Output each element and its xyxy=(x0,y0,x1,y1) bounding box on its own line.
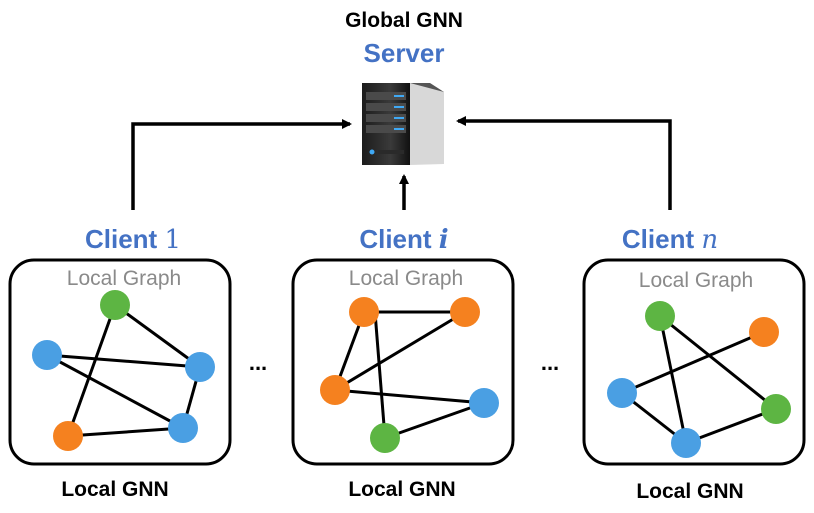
client-n-graph-label: Local Graph xyxy=(639,269,753,292)
arrow-client-n-to-server xyxy=(456,116,672,210)
client-1-label: Client 1 xyxy=(85,224,181,255)
global-gnn-title: Global GNN xyxy=(345,9,463,32)
graph-node-blue xyxy=(469,388,499,418)
graph-node-blue xyxy=(32,340,62,370)
client-i-graph-label: Local Graph xyxy=(349,267,463,290)
client-1-graph-box: Local Graph xyxy=(8,258,232,466)
server-label: Server xyxy=(364,38,445,68)
graph-node-orange xyxy=(450,297,480,327)
ellipsis-2: ... xyxy=(541,350,559,375)
server-icon xyxy=(362,83,444,165)
client-i-label: Client i xyxy=(359,224,448,255)
graph-node-green xyxy=(370,423,400,453)
graph-node-green xyxy=(100,290,130,320)
graph-node-blue xyxy=(607,378,637,408)
graph-node-orange xyxy=(349,297,379,327)
client-n-model-label: Local GNN xyxy=(636,480,743,503)
client-n-label: Client n xyxy=(622,224,718,255)
graph-node-blue xyxy=(185,352,215,382)
arrow-client-1-to-server xyxy=(131,119,352,210)
client-1-graph-label: Local Graph xyxy=(67,267,181,290)
graph-node-orange xyxy=(749,317,779,347)
graph-node-green xyxy=(761,394,791,424)
graph-node-orange xyxy=(320,375,350,405)
client-n-graph-box: Local Graph xyxy=(582,258,806,466)
graph-node-green xyxy=(645,301,675,331)
client-i-model-label: Local GNN xyxy=(348,478,455,501)
graph-node-orange xyxy=(53,421,83,451)
ellipsis-1: ... xyxy=(249,350,267,375)
client-1-model-label: Local GNN xyxy=(61,478,168,501)
client-i-graph-box: Local Graph xyxy=(291,258,515,466)
graph-node-blue xyxy=(671,428,701,458)
graph-node-blue xyxy=(168,413,198,443)
